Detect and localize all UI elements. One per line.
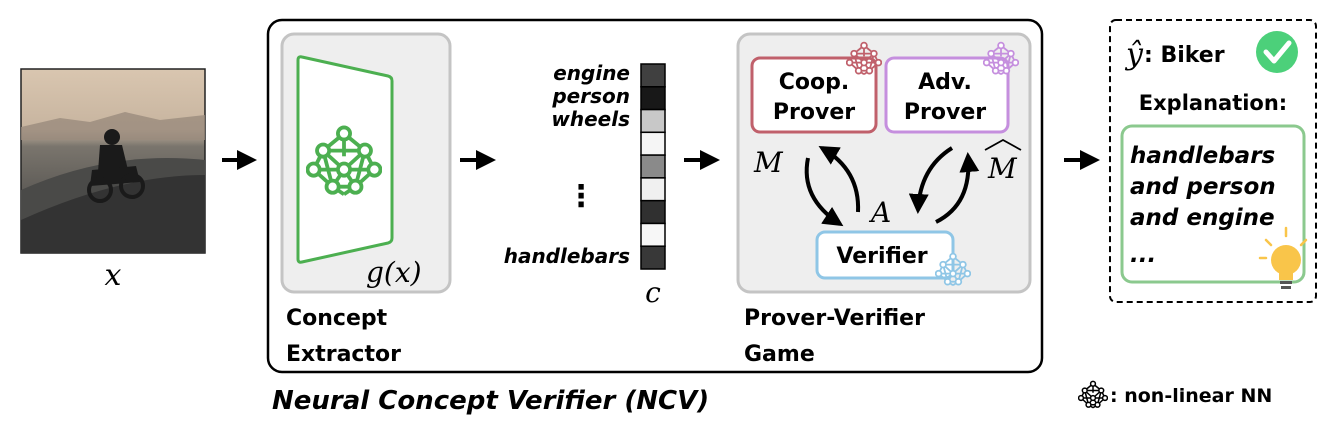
concept-vector-label: c (645, 276, 661, 309)
input-var-label: x (105, 258, 122, 293)
hat-accent (984, 138, 1022, 151)
ncv-title: Neural Concept Verifier (NCV) (272, 386, 709, 416)
adv-prover-label-1: Adv. (918, 70, 972, 95)
concept-wheels: wheels (551, 107, 630, 131)
message-m-hat: M (984, 138, 1022, 185)
explanation-line-1: handlebars (1130, 143, 1275, 169)
explanation-title: Explanation: (1139, 91, 1287, 115)
y-hat-label: ŷ (1124, 37, 1144, 72)
prediction-label: : Biker (1144, 43, 1225, 68)
explanation-box (1120, 124, 1306, 284)
concept-extractor-label-2: Extractor (286, 342, 401, 367)
concept-vector-cell (640, 108, 666, 134)
concept-vector-cell (640, 177, 666, 202)
prover-verifier-label-2: Game (744, 342, 815, 367)
biker-silhouette (87, 129, 145, 203)
concept-ellipsis: ⋮ (566, 179, 596, 214)
prover-verifier-label-1: Prover-Verifier (744, 306, 925, 331)
adv-prover-box: Adv. Prover (884, 41, 1019, 134)
concept-vector-cell (640, 245, 666, 270)
answer-a-label: A (868, 196, 891, 229)
concept-vector-cell (640, 131, 666, 156)
message-m-label: M (753, 146, 784, 179)
extractor-function-label: g(x) (366, 256, 422, 289)
concept-vector-cell (640, 86, 666, 111)
concept-person: person (551, 84, 630, 108)
concept-vector-cell (640, 154, 666, 179)
concept-engine: engine (553, 61, 630, 85)
check-icon (1256, 31, 1298, 73)
coop-prover-label-2: Prover (773, 100, 855, 125)
adv-prover-label-2: Prover (904, 100, 986, 125)
input-image (20, 68, 206, 254)
concept-extractor-label-1: Concept (286, 306, 388, 331)
concept-handlebars: handlebars (504, 244, 630, 268)
extractor-trapezoid (296, 55, 394, 264)
legend-text: : non-linear NN (1110, 385, 1272, 407)
verifier-box: Verifier (815, 230, 971, 287)
concept-vector (640, 63, 666, 270)
arrow-verifier-to-adv (935, 152, 980, 224)
explanation-line-4: ... (1130, 242, 1156, 268)
explanation-line-3: and engine (1130, 205, 1275, 231)
verifier-label: Verifier (836, 244, 927, 269)
concept-vector-cell (640, 199, 666, 225)
arrow-coop-to-verifier (804, 157, 844, 227)
concept-vector-cell (640, 222, 666, 247)
arrow-verifier-to-coop (818, 145, 861, 213)
coop-prover-label-1: Coop. (779, 70, 849, 95)
legend-nn-icon (1078, 380, 1108, 409)
concept-vector-cell (640, 63, 666, 88)
arrow-adv-to-verifier (908, 146, 954, 214)
explanation-line-2: and person (1130, 174, 1276, 200)
lightbulb-icon (1258, 226, 1308, 289)
message-m-hat-label: M (987, 152, 1018, 185)
coop-prover-box: Coop. Prover (750, 41, 882, 134)
